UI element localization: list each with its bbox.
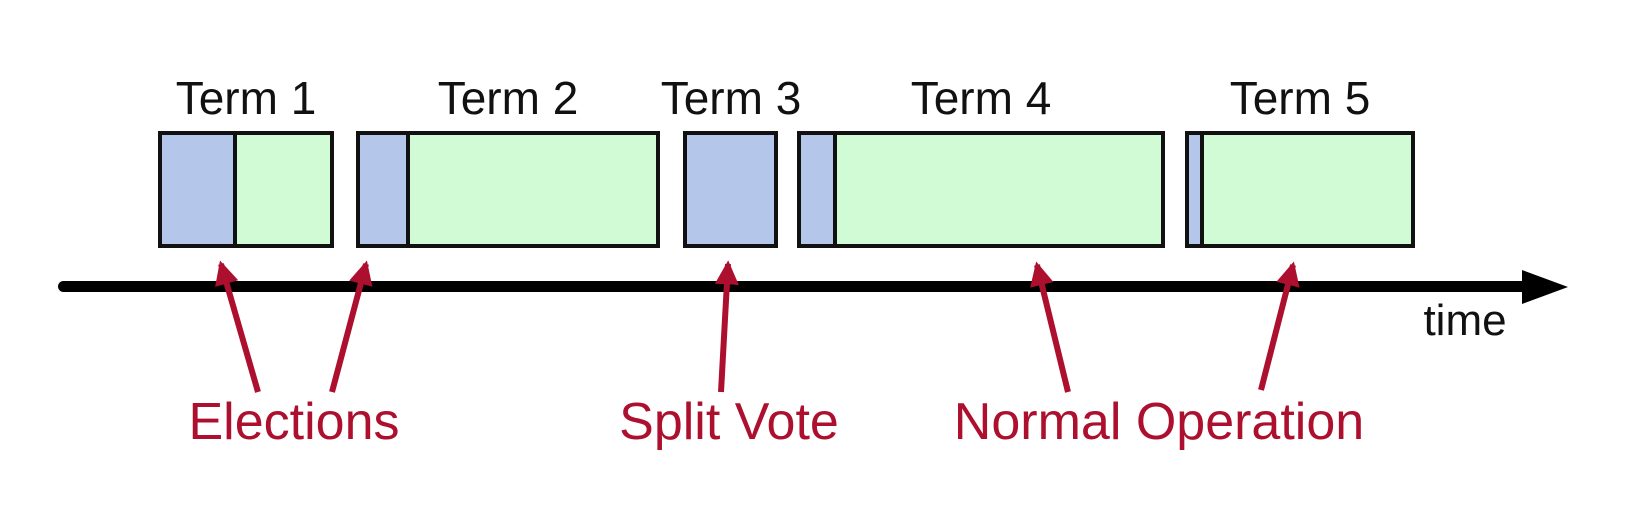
split-vote-label: Split Vote (619, 393, 839, 451)
term-5-label: Term 5 (1229, 72, 1371, 124)
term-3-label: Term 3 (660, 72, 802, 124)
term-5-normal-segment (1204, 135, 1411, 244)
term-1-election-segment (162, 135, 237, 244)
term-2-box (356, 131, 660, 248)
term-5-box (1185, 131, 1415, 248)
term-3-box (683, 131, 778, 248)
normal-operation-label: Normal Operation (953, 393, 1365, 451)
term-4-box (797, 131, 1165, 248)
term-4-election-segment (801, 135, 837, 244)
time-axis-label: time (1423, 296, 1507, 345)
term-1-box (158, 131, 334, 248)
term-1-normal-segment (237, 135, 330, 244)
term-5-election-segment (1189, 135, 1204, 244)
timeline-arrowhead-icon (1522, 270, 1568, 304)
term-1-label: Term 1 (175, 72, 317, 124)
term-2-election-segment (360, 135, 410, 244)
term-4-normal-segment (837, 135, 1161, 244)
term-4-label: Term 4 (910, 72, 1052, 124)
term-3-election-segment (687, 135, 774, 244)
term-2-label: Term 2 (437, 72, 579, 124)
timeline-axis (58, 281, 1524, 292)
elections-label: Elections (188, 393, 400, 451)
term-2-normal-segment (410, 135, 656, 244)
